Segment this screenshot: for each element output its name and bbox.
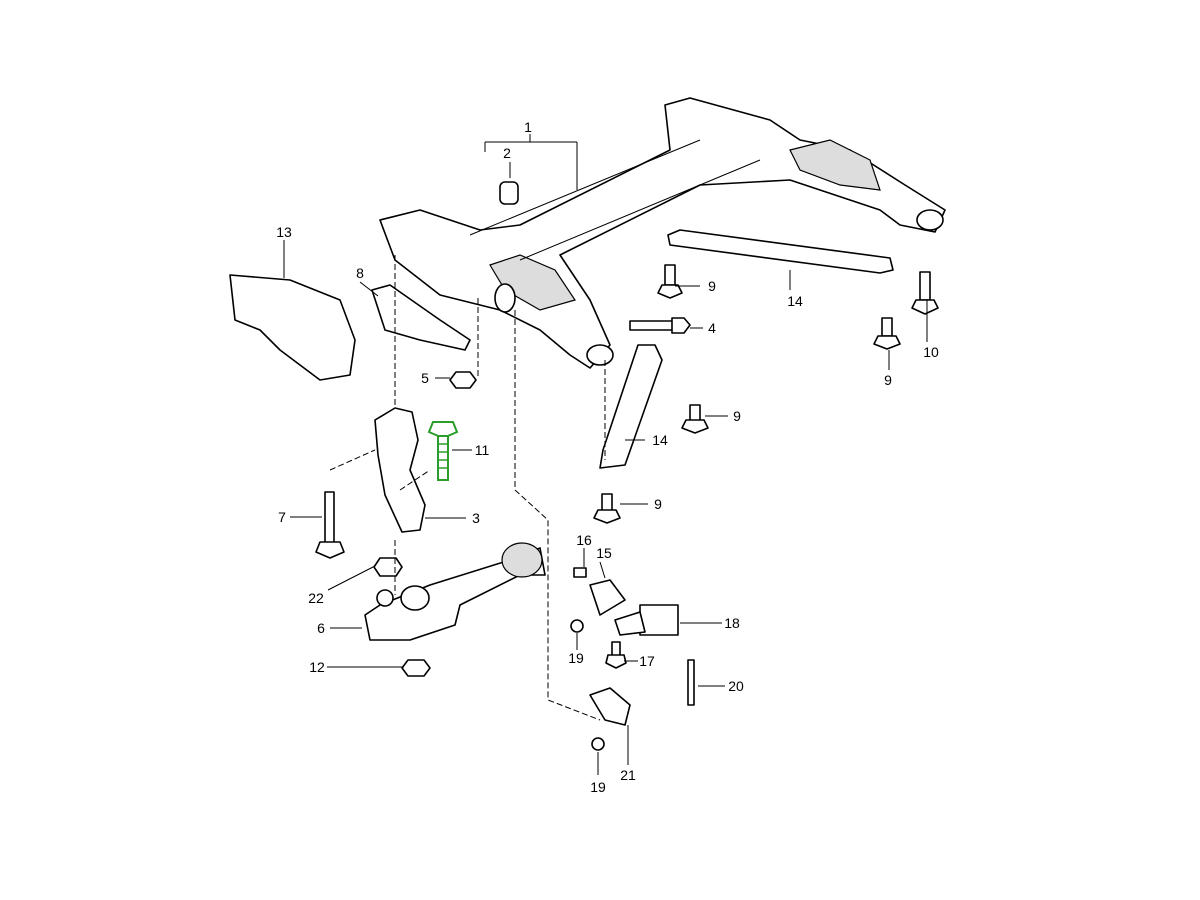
callout-6[interactable]: 6: [316, 620, 326, 636]
callout-9-b[interactable]: 9: [883, 372, 893, 388]
callout-2[interactable]: 2: [502, 145, 512, 161]
heat-shield-part[interactable]: [229, 274, 356, 381]
callout-9-c[interactable]: 9: [732, 408, 742, 424]
tie-bar-part-2[interactable]: [599, 344, 663, 469]
callout-13[interactable]: 13: [275, 224, 293, 240]
callout-8[interactable]: 8: [355, 265, 365, 281]
highlighted-bolt-part[interactable]: [427, 421, 459, 481]
callout-5[interactable]: 5: [420, 370, 430, 386]
callout-18[interactable]: 18: [723, 615, 741, 631]
callout-22[interactable]: 22: [307, 590, 325, 606]
tie-bar-part[interactable]: [667, 229, 894, 274]
callout-14-a[interactable]: 14: [786, 293, 804, 309]
control-arm-bushing: [501, 542, 543, 578]
callout-19-a[interactable]: 19: [567, 650, 585, 666]
callout-7[interactable]: 7: [277, 509, 287, 525]
callout-4[interactable]: 4: [707, 320, 717, 336]
callout-11[interactable]: 11: [473, 442, 491, 458]
callout-10[interactable]: 10: [922, 344, 940, 360]
callout-12[interactable]: 12: [308, 659, 326, 675]
mount-part[interactable]: [374, 407, 426, 533]
crossmember-part[interactable]: [379, 97, 946, 369]
callout-14-b[interactable]: 14: [651, 432, 669, 448]
callout-9-a[interactable]: 9: [707, 278, 717, 294]
callout-16[interactable]: 16: [575, 532, 593, 548]
callout-20[interactable]: 20: [727, 678, 745, 694]
callout-3[interactable]: 3: [471, 510, 481, 526]
bracket-part[interactable]: [371, 284, 471, 351]
callout-1[interactable]: 1: [523, 119, 533, 135]
bolts: [315, 264, 939, 751]
callout-9-d[interactable]: 9: [653, 496, 663, 512]
leader-lines: [283, 132, 928, 775]
bushing-part[interactable]: [499, 181, 519, 205]
callout-17[interactable]: 17: [638, 653, 656, 669]
callout-15[interactable]: 15: [595, 545, 613, 561]
level-sensor-part[interactable]: [589, 579, 695, 726]
callout-21[interactable]: 21: [619, 767, 637, 783]
callout-19-b[interactable]: 19: [589, 779, 607, 795]
